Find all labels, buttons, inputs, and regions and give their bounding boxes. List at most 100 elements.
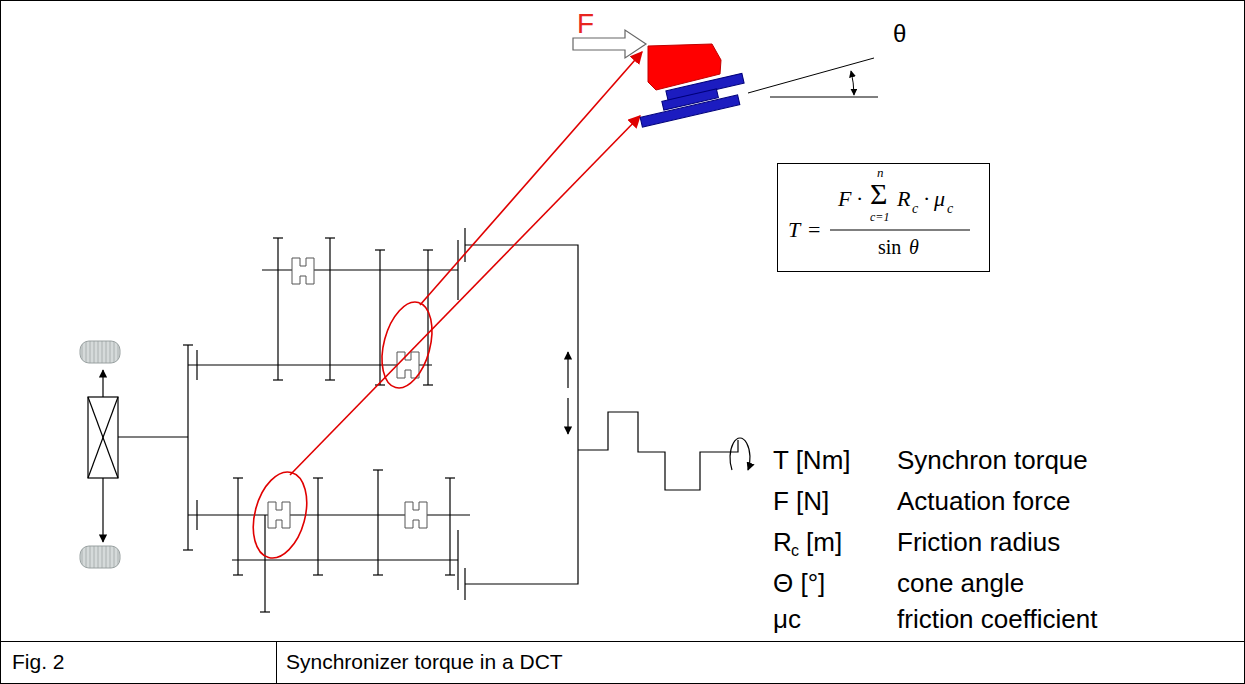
symbol-description: Synchron torque bbox=[897, 446, 1088, 476]
symbol-description: Friction radius bbox=[897, 528, 1060, 558]
lower-input-shaft bbox=[232, 559, 458, 560]
gear-cap bbox=[273, 237, 283, 238]
tire-top-tread bbox=[80, 341, 120, 363]
angle-arc bbox=[851, 71, 854, 95]
symbol: T [Nm] bbox=[773, 446, 851, 476]
differential-cross bbox=[88, 397, 118, 478]
differential bbox=[88, 370, 188, 542]
symbol-subscript: c bbox=[791, 542, 799, 560]
gearbox-schematic bbox=[183, 228, 750, 612]
final-drive-gear bbox=[187, 345, 188, 550]
gear-cap bbox=[325, 237, 335, 238]
gear-cap bbox=[313, 477, 323, 478]
rotation-arrow bbox=[567, 398, 568, 434]
figure-caption: Synchronizer torque in a DCT bbox=[286, 650, 563, 674]
fraction-bar bbox=[830, 229, 970, 230]
symbol: F [N] bbox=[773, 487, 829, 517]
gear-cap bbox=[423, 249, 433, 250]
gear-pair bbox=[377, 470, 378, 575]
gear-pair bbox=[277, 238, 278, 380]
tire-bottom-tread bbox=[80, 546, 120, 568]
highlight-ellipse bbox=[244, 466, 315, 564]
symbol-description: Actuation force bbox=[897, 487, 1070, 517]
differential-cross bbox=[88, 397, 118, 478]
synchronizer-symbol bbox=[268, 502, 290, 528]
output-pinion bbox=[196, 500, 197, 530]
tire-top bbox=[80, 341, 120, 363]
clutch-plate bbox=[457, 240, 458, 300]
highlights bbox=[244, 52, 642, 564]
synchronizers bbox=[268, 258, 427, 528]
formula-term: = bbox=[808, 219, 820, 241]
gear-cap bbox=[183, 344, 193, 345]
reverse-gear bbox=[264, 515, 265, 612]
differential-box bbox=[88, 397, 118, 478]
wheels bbox=[80, 341, 120, 568]
symbol-unit: [m] bbox=[806, 528, 842, 558]
angle-label: θ bbox=[893, 20, 906, 48]
formula-term: μ bbox=[934, 188, 945, 210]
formula-term: c bbox=[947, 202, 953, 216]
output-shaft bbox=[118, 436, 188, 437]
cone-ring bbox=[640, 95, 740, 127]
symbol-description: cone angle bbox=[897, 569, 1024, 599]
caption-rule bbox=[0, 641, 1245, 642]
symbol: Θ [°] bbox=[773, 569, 825, 599]
upper-layshaft bbox=[188, 364, 432, 365]
lower-layshaft bbox=[188, 514, 470, 515]
engine-rotation bbox=[730, 438, 750, 470]
gear-cap bbox=[313, 574, 323, 575]
output-pinion bbox=[196, 350, 197, 380]
axle-arrow bbox=[102, 478, 103, 542]
formula-term: sin bbox=[878, 237, 901, 257]
gear-cap bbox=[423, 384, 433, 385]
gear-pair bbox=[329, 238, 330, 380]
gear-pair bbox=[379, 250, 380, 385]
gear-cap bbox=[260, 611, 270, 612]
rotation-arrow bbox=[567, 352, 568, 388]
caption-divider bbox=[276, 642, 277, 684]
angle-line bbox=[748, 58, 874, 93]
formula-term: T bbox=[788, 219, 800, 241]
symbol: μc bbox=[773, 605, 801, 635]
formula-term: n bbox=[877, 166, 884, 179]
gear-cap bbox=[375, 249, 385, 250]
gear-cap bbox=[273, 379, 283, 380]
symbol: R bbox=[773, 528, 792, 558]
formula-term: c bbox=[912, 202, 918, 216]
crankshaft bbox=[578, 412, 738, 490]
force-label: F bbox=[577, 8, 594, 40]
gear-cap bbox=[445, 574, 455, 575]
synchronizer-symbol bbox=[405, 502, 427, 528]
gear-cap bbox=[183, 549, 193, 550]
clutch-housing bbox=[465, 245, 578, 584]
synchronizer-symbol bbox=[397, 352, 419, 378]
axle-arrow bbox=[102, 370, 103, 397]
gear-cap bbox=[233, 477, 243, 478]
leader-line bbox=[290, 116, 640, 475]
gear-cap bbox=[445, 477, 455, 478]
formula-term: · bbox=[856, 188, 863, 210]
symbol-description: friction coefficient bbox=[897, 605, 1097, 635]
gear-pair bbox=[427, 250, 428, 385]
formula-box: T=F·nΣc=1Rc·μcsinθ bbox=[777, 163, 990, 272]
gear-cap bbox=[373, 574, 383, 575]
leader-line bbox=[420, 52, 642, 305]
gear-cap bbox=[373, 469, 383, 470]
gear-cap bbox=[233, 574, 243, 575]
gear-cap bbox=[325, 379, 335, 380]
figure-number: Fig. 2 bbox=[12, 650, 65, 674]
synchronizer-symbol bbox=[292, 258, 314, 284]
formula-term: Σ bbox=[870, 179, 887, 209]
cone-detail bbox=[573, 30, 878, 127]
formula-term: F bbox=[838, 188, 851, 210]
formula-term: c=1 bbox=[870, 211, 889, 223]
formula-term: · bbox=[923, 188, 930, 210]
clutch-plate bbox=[457, 530, 458, 590]
formula-term: R bbox=[897, 188, 910, 210]
angle-line bbox=[770, 97, 878, 98]
